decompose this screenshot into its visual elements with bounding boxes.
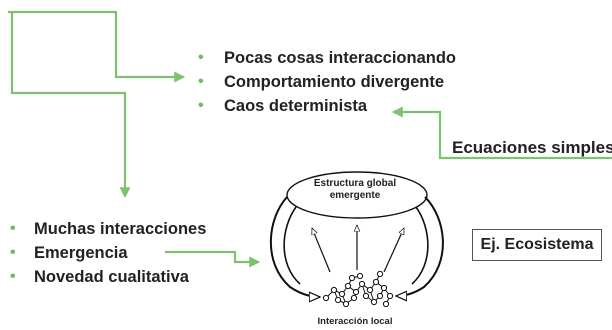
feedback-arc-left	[269, 196, 320, 297]
local-interaction-label: Interacción local	[317, 316, 393, 327]
list-item: •Pocas cosas interaccionando	[198, 46, 456, 70]
bullet-icon: •	[198, 97, 204, 114]
list-item: •Novedad cualitativa	[10, 265, 206, 289]
network-nodes	[322, 270, 394, 308]
many-interactions-list: •Muchas interacciones •Emergencia •Noved…	[10, 217, 206, 289]
global-structure-ellipse	[286, 171, 428, 219]
arrow-simple-equations-to-chaos	[391, 106, 612, 160]
list-item: •Caos determinista	[198, 94, 456, 118]
bullet-icon: •	[10, 220, 16, 237]
arrow-emergence-to-diagram	[165, 250, 261, 268]
list-item: •Comportamiento divergente	[198, 70, 456, 94]
arrow-left-down-to-bottom-list	[10, 12, 131, 199]
upward-arrow-left	[312, 228, 331, 273]
global-structure-label: Estructura global emergente	[313, 178, 397, 201]
few-interactions-list: •Pocas cosas interaccionando •Comportami…	[198, 46, 456, 118]
feedback-arc-left-inner	[283, 206, 301, 285]
emergence-diagram	[269, 171, 444, 308]
ecosystem-example-box: Ej. Ecosistema	[472, 229, 602, 261]
arrow-top-left-to-top-list	[8, 10, 186, 83]
upward-arrow-right	[383, 228, 405, 273]
feedback-arc-right-inner	[411, 206, 429, 285]
list-item: •Emergencia	[10, 241, 206, 265]
bullet-icon: •	[10, 244, 16, 261]
bullet-icon: •	[198, 49, 204, 66]
bullet-icon: •	[198, 73, 204, 90]
feedback-arc-right	[396, 196, 444, 296]
list-item: •Muchas interacciones	[10, 217, 206, 241]
bullet-icon: •	[10, 268, 16, 285]
simple-equations-label: Ecuaciones simples	[452, 138, 612, 157]
